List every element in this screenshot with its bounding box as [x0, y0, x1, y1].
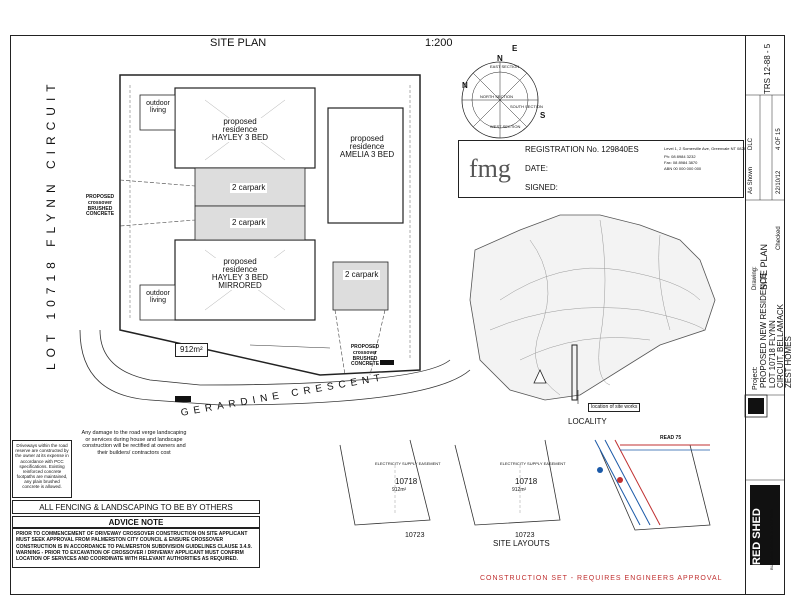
advice-title: ADVICE NOTE [12, 516, 260, 528]
tb-project: PROPOSED NEW RESIDENCE [759, 272, 768, 388]
compass-q4: WEST SECTION [490, 124, 521, 129]
residence-1-label: proposed residence HAYLEY 3 BED [200, 118, 280, 142]
tb-project-label: Project: [752, 366, 759, 390]
firm-fax: Fax: 08 8984 3870 [664, 160, 698, 165]
tb-drawn: DLC [748, 137, 754, 150]
outdoor-1 [139, 94, 176, 131]
carpark-3-label: 2 carpark [343, 270, 381, 280]
lot-area: 912m² [175, 343, 208, 357]
north-arrow-icon [533, 369, 547, 384]
firm-address: Level 1, 2 Somerville Ave, Greenvale NT … [664, 146, 746, 151]
tb-client: ZEST HOMES [784, 336, 793, 388]
fencing-note: ALL FENCING & LANDSCAPING TO BE BY OTHER… [12, 500, 260, 514]
street-name-left: LOT 10718 FLYNN CIRCUIT [44, 78, 58, 370]
site-layout-below-2: 10723 [515, 532, 535, 539]
tb-scale: As Shown [748, 166, 754, 194]
registration-date: DATE: [525, 164, 548, 173]
sheet-title: SITE PLAN [210, 37, 267, 49]
carpark-2-label: 2 carpark [230, 218, 268, 228]
compass-rose [461, 61, 539, 139]
tb-date: 22/10/12 [776, 170, 782, 194]
compass-q3: SOUTH SECTION [510, 104, 543, 109]
residence-3-label: proposed residence AMELIA 3 BED [332, 135, 402, 159]
firm-abn: ABN 00 000 000 000 [664, 166, 702, 171]
outdoor-2 [139, 284, 176, 321]
driveway-left [119, 179, 196, 227]
compass-n: N [497, 54, 503, 63]
road-marker [175, 396, 191, 402]
site-layout-area-2: 912m² [512, 487, 527, 493]
registration-number: REGISTRATION No. 129840ES [525, 145, 639, 154]
svg-text:fmg: fmg [469, 154, 511, 183]
tb-drawing-label: Drawing: [752, 266, 758, 290]
tb-drawing: SITE PLAN [759, 243, 769, 290]
site-layout-lot-2: 10718 [515, 477, 538, 486]
tb-checked: Checked [776, 226, 782, 250]
sheet-scale: 1:200 [425, 37, 453, 49]
road-marker [380, 360, 394, 365]
residence-2-label: proposed residence HAYLEY 3 BED MIRRORED [200, 258, 280, 290]
locality-title: LOCALITY [568, 417, 607, 426]
site-layout-road: READ 75 [660, 435, 682, 441]
lot-boundary [119, 74, 421, 376]
house-3-outline [327, 107, 404, 224]
outdoor-living-1: outdoor living [146, 100, 170, 114]
road-edge-outer [79, 329, 471, 406]
compass-q2: NORTH SECTION [480, 94, 514, 99]
location-label: location of site works [588, 403, 641, 412]
firm-logo-icon: fmg [463, 147, 519, 191]
tb-logo-sub: BUILDING DESIGN & DRAFTING [769, 509, 774, 570]
site-layout-lot-1: 10718 [395, 477, 418, 486]
crossover-right-label: PROPOSED crossover BRUSHED CONCRETE [350, 344, 380, 368]
compass-w-label: N [462, 81, 468, 90]
carpark-1-label: 2 carpark [230, 183, 268, 193]
site-layout-note-2: ELECTRICITY SUPPLY EASEMENT [500, 461, 566, 466]
site-layouts-title: SITE LAYOUTS [493, 539, 550, 548]
driveway-note: Driveways within the road reserve are co… [12, 440, 72, 498]
site-layout-below-1: 10723 [405, 532, 425, 539]
logo-block [750, 485, 780, 565]
site-layout-3 [594, 439, 711, 531]
tb-sheet: 4 OF 15 [776, 128, 782, 150]
site-layout-1 [339, 439, 431, 526]
dim-line [249, 344, 331, 349]
compass-s: S [540, 111, 546, 120]
site-layout-note-1: ELECTRICITY SUPPLY EASEMENT [375, 461, 441, 466]
drawing-frame [10, 35, 785, 595]
construction-set-note: CONSTRUCTION SET - REQUIRES ENGINEERS AP… [480, 575, 723, 582]
title-block [745, 35, 785, 595]
driveway-right [334, 309, 386, 376]
outdoor-living-2: outdoor living [146, 290, 170, 304]
crossover-left-label: PROPOSED crossover BRUSHED CONCRETE [85, 194, 115, 218]
damage-note: Any damage to the road verge landscaping… [81, 430, 187, 456]
site-location-marker [571, 344, 578, 401]
compass-e: E [512, 44, 518, 53]
tb-logo: RED SHED [751, 508, 763, 565]
compass-q1: EAST SECTION [490, 64, 520, 69]
site-layout-area-1: 912m² [392, 487, 407, 493]
registration-signed: SIGNED: [525, 183, 558, 192]
advice-text: PRIOR TO COMMENCEMENT OF DRIVEWAY CROSSO… [12, 528, 260, 568]
registration-box: fmg REGISTRATION No. 129840ES DATE: SIGN… [458, 140, 746, 198]
road-edge [99, 329, 451, 386]
tb-job: TRS 12-88 - 5 [763, 43, 772, 94]
site-layout-2 [454, 439, 561, 526]
firm-phone: Ph: 08 8984 3232 [664, 154, 696, 159]
